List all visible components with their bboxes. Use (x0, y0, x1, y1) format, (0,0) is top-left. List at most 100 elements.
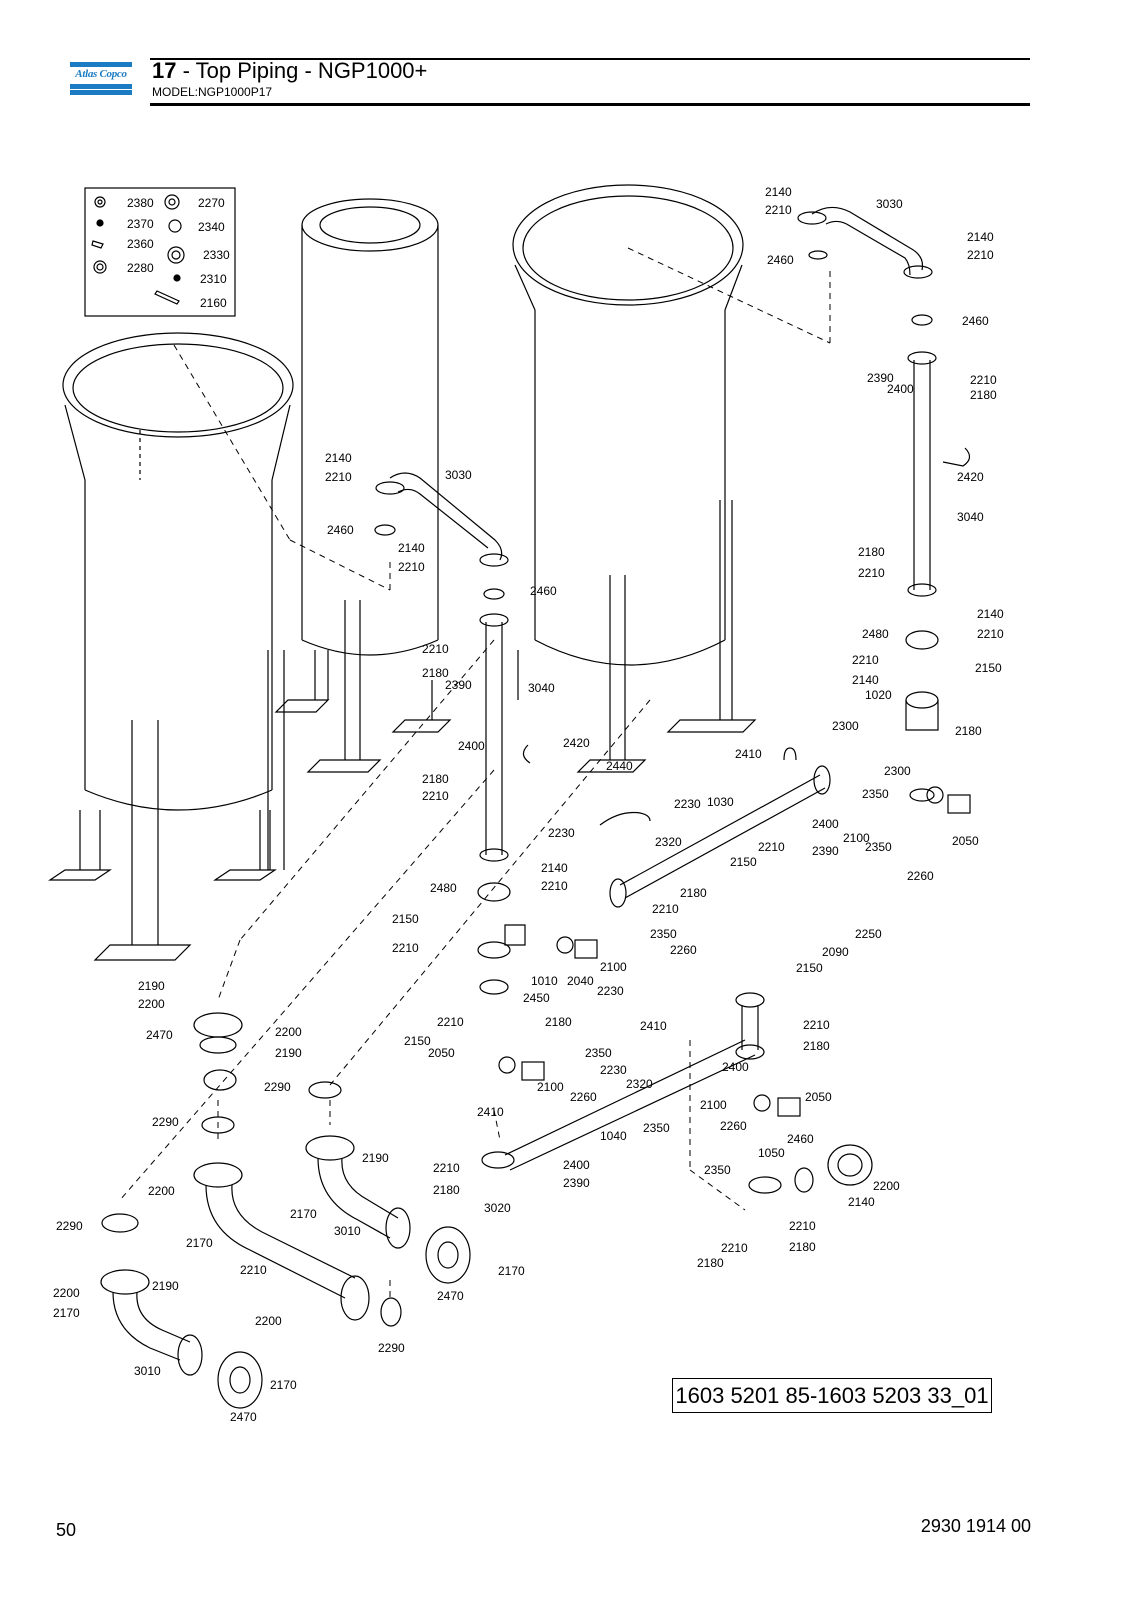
valves (498, 786, 971, 1117)
callout-label: 2100 (843, 831, 870, 845)
callout-label: 2480 (430, 881, 457, 895)
callout-label: 2170 (290, 1207, 317, 1221)
callout-label: 2260 (570, 1090, 597, 1104)
callout-label: 2190 (138, 979, 165, 993)
callout-label: 2210 (977, 627, 1004, 641)
callout-label: 2140 (398, 541, 425, 555)
legend-label: 2160 (200, 296, 227, 310)
callout-label: 2460 (327, 523, 354, 537)
callout-label: 2210 (240, 1263, 267, 1277)
callout-label: 2300 (884, 764, 911, 778)
callout-label: 2190 (152, 1279, 179, 1293)
callout-label: 1030 (707, 795, 734, 809)
callout-label: 2210 (422, 642, 449, 656)
legend-label: 2380 (127, 196, 154, 210)
legend-label: 2330 (203, 248, 230, 262)
page-number: 50 (56, 1520, 77, 1540)
callout-label: 2170 (53, 1306, 80, 1320)
legend-label: 2310 (200, 272, 227, 286)
page-title: 17 - Top Piping - NGP1000+ (152, 58, 427, 84)
callout-label: 2210 (789, 1219, 816, 1233)
fastener-legend-box (84, 187, 236, 317)
callout-label: 2210 (967, 248, 994, 262)
callout-label: 2090 (822, 945, 849, 959)
callout-label: 2140 (967, 230, 994, 244)
callout-label: 3040 (957, 510, 984, 524)
callout-label: 3030 (876, 197, 903, 211)
header-bottom-rule (150, 103, 1030, 106)
callout-label: 2170 (498, 1264, 525, 1278)
callout-label: 2230 (597, 984, 624, 998)
callout-label: 2210 (852, 653, 879, 667)
callout-label: 2200 (138, 997, 165, 1011)
callout-label: 2190 (275, 1046, 302, 1060)
callout-label: 2210 (765, 203, 792, 217)
callout-label: 2180 (422, 772, 449, 786)
model-code: MODEL:NGP1000P17 (152, 85, 273, 99)
callout-label: 2410 (477, 1105, 504, 1119)
callout-label: 2250 (855, 927, 882, 941)
section-number: 17 (152, 58, 177, 83)
callout-label: 2460 (787, 1132, 814, 1146)
callout-label: 2420 (957, 470, 984, 484)
callout-label: 2180 (422, 666, 449, 680)
callout-label: 2480 (862, 627, 889, 641)
callout-label: 2470 (230, 1410, 257, 1424)
callout-label: 2400 (722, 1060, 749, 1074)
callout-label: 2180 (433, 1183, 460, 1197)
callout-label: 2150 (975, 661, 1002, 675)
callout-label: 2210 (398, 560, 425, 574)
callout-label: 2290 (152, 1115, 179, 1129)
pipe-run-lower (100, 1012, 471, 1409)
callout-label: 2040 (567, 974, 594, 988)
vessel-left (48, 332, 294, 961)
callout-label: 3010 (334, 1224, 361, 1238)
callout-label: 2350 (704, 1163, 731, 1177)
callout-label: 2260 (720, 1119, 747, 1133)
callout-label: 2140 (325, 451, 352, 465)
callout-label: 2140 (848, 1195, 875, 1209)
section-title: - Top Piping - NGP1000+ (176, 58, 428, 83)
callout-label: 2230 (600, 1063, 627, 1077)
callout-label: 2450 (523, 991, 550, 1005)
document-number: 2930 1914 00 (920, 1516, 1031, 1536)
callout-label: 3040 (528, 681, 555, 695)
callout-label: 2210 (970, 373, 997, 387)
pipe-run-middle (374, 472, 531, 995)
callout-label: 2140 (765, 185, 792, 199)
manifold-1030 (599, 765, 831, 908)
callout-label: 2390 (445, 678, 472, 692)
callout-label: 2320 (626, 1077, 653, 1091)
callout-label: 3030 (445, 468, 472, 482)
callout-label: 2200 (275, 1025, 302, 1039)
callout-label: 2320 (655, 835, 682, 849)
callout-label: 2180 (955, 724, 982, 738)
legend-label: 2280 (127, 261, 154, 275)
callout-label: 2210 (392, 941, 419, 955)
callout-label: 2400 (812, 817, 839, 831)
callout-label: 2200 (255, 1314, 282, 1328)
callout-label: 2150 (796, 961, 823, 975)
callout-label: 2390 (867, 371, 894, 385)
callout-label: 2180 (545, 1015, 572, 1029)
callout-label: 2140 (977, 607, 1004, 621)
pipe-run-upper-right (783, 206, 971, 802)
vessel-middle (274, 198, 452, 773)
callout-label: 2100 (700, 1098, 727, 1112)
assembly-dash-lines (119, 247, 831, 1300)
callout-label: 2180 (697, 1256, 724, 1270)
callout-label: 2210 (858, 566, 885, 580)
callout-label: 2170 (270, 1378, 297, 1392)
legend-label: 2360 (127, 237, 154, 251)
callout-label: 2180 (789, 1240, 816, 1254)
legend-symbols (91, 194, 185, 305)
header-top-rule (150, 58, 1030, 60)
callout-label: 2210 (721, 1241, 748, 1255)
callout-label: 2230 (548, 826, 575, 840)
callout-label: 2050 (428, 1046, 455, 1060)
atlas-copco-logo: Atlas Copco (70, 62, 132, 96)
callout-label: 2140 (541, 861, 568, 875)
legend-label: 2370 (127, 217, 154, 231)
legend-label: 2270 (198, 196, 225, 210)
callout-label: 2460 (530, 584, 557, 598)
